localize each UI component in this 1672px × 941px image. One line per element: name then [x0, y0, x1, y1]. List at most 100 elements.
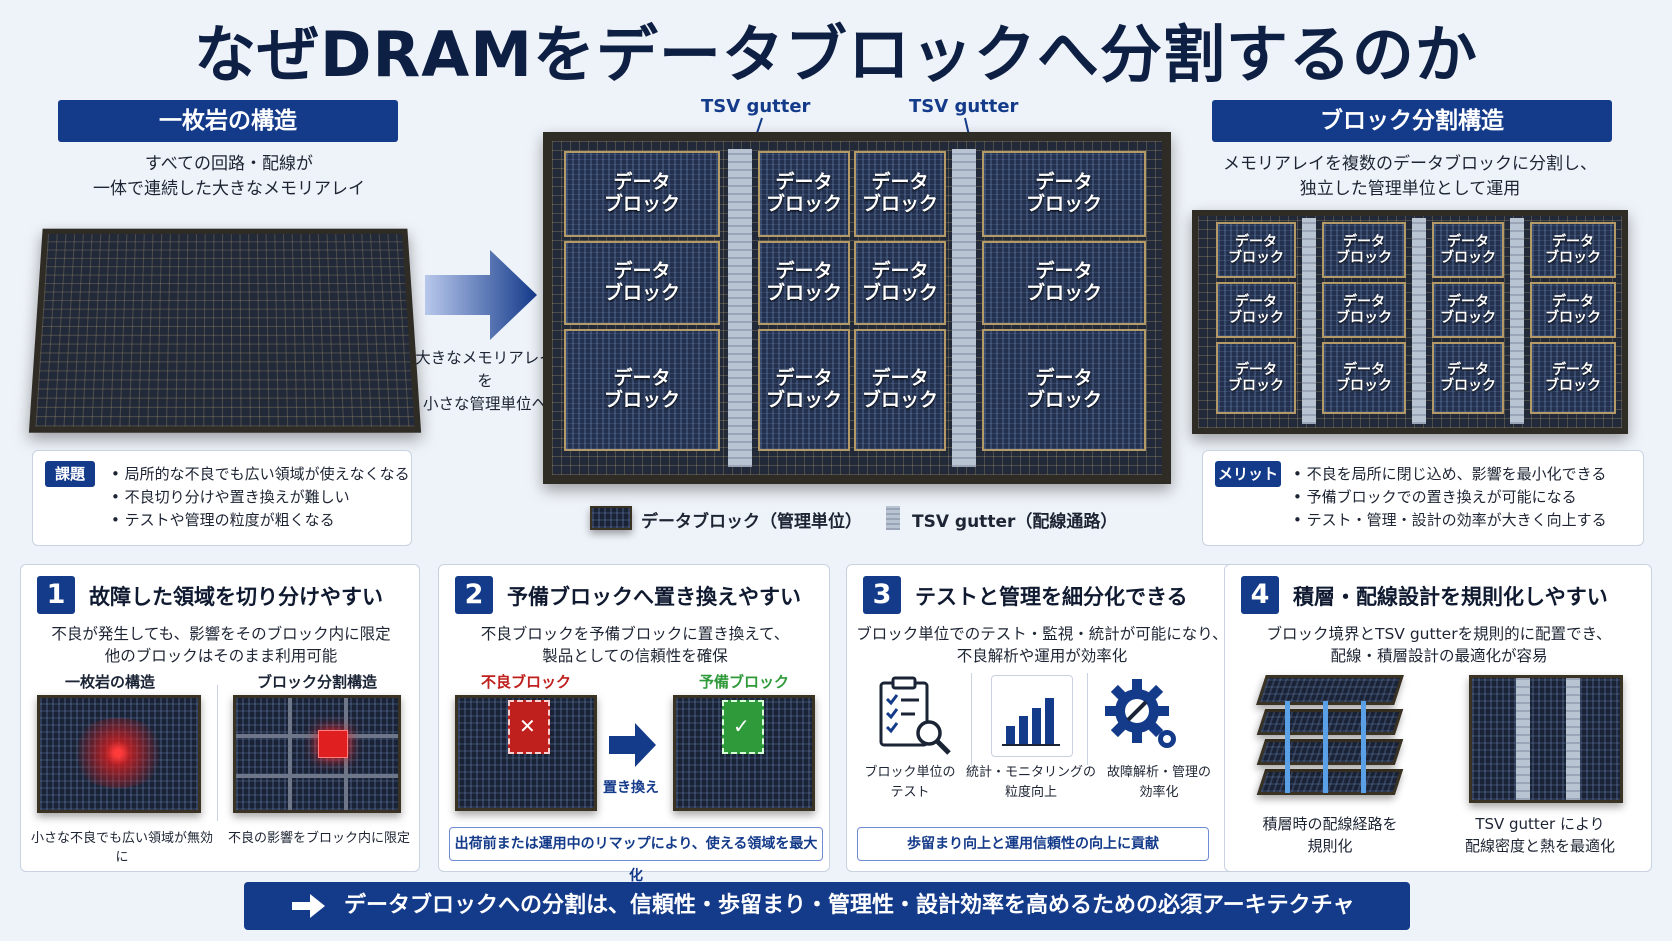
yield-note: 歩留まり向上と運用信頼性の向上に貢献 [857, 827, 1209, 861]
data-block: データ ブロック [1432, 342, 1504, 414]
caption-tsv-gutter: TSV gutter により配線密度と熱を最適化 [1464, 815, 1615, 855]
block-divided-array: データ ブロック データ ブロック データ ブロック データ ブロック データ … [1192, 210, 1628, 434]
tsv-gutter [1412, 218, 1426, 424]
replace-label: 置き換え [603, 780, 659, 796]
data-block: データ ブロック [1216, 282, 1296, 338]
tsv-gutter-label-2: TSV gutter [909, 96, 1019, 117]
defect-block [318, 730, 348, 758]
issue-list: • 局所的な不良でも広い領域が使えなくなる • 不良切り分けや置き換えが難しい … [111, 463, 411, 532]
merit-list: • 不良を局所に閉じ込め、影響を最小化できる • 予備ブロックでの置き換えが可能… [1293, 463, 1643, 532]
data-block: データ ブロック [1530, 342, 1616, 414]
data-block: データ ブロック [1322, 222, 1406, 278]
divider [217, 685, 218, 821]
block-divided-chip: データ ブロック データ ブロック データ ブロック データ ブロック データ … [543, 132, 1171, 484]
conclusion-text: データブロックへの分割は、信頼性・歩留まり・管理性・設計効率を高めるための必須ア… [344, 893, 1355, 918]
conclusion-bar: データブロックへの分割は、信頼性・歩留まり・管理性・設計効率を高めるための必須ア… [244, 882, 1410, 930]
panel-description: ブロック単位でのテスト・監視・統計が可能になり、不良解析や運用が効率化 [856, 625, 1228, 665]
tsv-gutter [728, 149, 752, 467]
tsv-gutter [1516, 678, 1530, 800]
icon-label-test: ブロック単位のテスト [864, 765, 956, 800]
cross-icon: ✕ [519, 714, 536, 738]
data-block: データ ブロック [758, 241, 850, 325]
panel-number: 1 [37, 576, 75, 614]
gear-wrench-icon [1105, 679, 1176, 748]
page-title: なぜDRAMをデータブロックへ分割するのか [194, 18, 1478, 91]
monolith-defect-chip [37, 695, 201, 813]
caption-monolith: 小さな不良でも広い領域が無効に [30, 831, 213, 865]
spare-block: ✓ [722, 700, 764, 754]
data-block: データ ブロック [564, 241, 720, 325]
bad-block-chip: ✕ [455, 695, 597, 811]
data-block: データ ブロック [758, 151, 850, 237]
data-block: データ ブロック [854, 241, 946, 325]
block-structure-heading: ブロック分割構造 [1212, 100, 1612, 142]
label-block-structure: ブロック分割構造 [257, 673, 378, 691]
issue-item: • 局所的な不良でも広い領域が使えなくなる [111, 465, 410, 483]
panel-title: 故障した領域を切り分けやすい [89, 585, 383, 609]
arrow-right-icon [292, 894, 325, 918]
panel-description: 不良が発生しても、影響をそのブロック内に限定他のブロックはそのまま利用可能 [51, 625, 391, 665]
data-block: データ ブロック [854, 329, 946, 451]
tsv-gutter-label-1: TSV gutter [701, 96, 811, 117]
tsv-gutter [952, 149, 976, 467]
merit-item: • 予備ブロックでの置き換えが可能になる [1293, 488, 1577, 506]
data-block: データ ブロック [854, 151, 946, 237]
tsv-gutter [1302, 218, 1316, 424]
data-block: データ ブロック [982, 151, 1146, 237]
data-block: データ ブロック [1432, 222, 1504, 278]
panel-title: 予備ブロックへ置き換えやすい [507, 585, 801, 609]
panel-description: ブロック境界とTSV gutterを規則的に配置でき、配線・積層設計の最適化が容… [1266, 625, 1612, 665]
spare-block-chip: ✓ [673, 695, 815, 811]
merits-box: メリット • 不良を局所に閉じ込め、影響を最小化できる • 予備ブロックでの置き… [1202, 450, 1644, 546]
panel-description: 不良ブロックを予備ブロックに置き換えて、製品としての信頼性を確保 [480, 625, 790, 665]
clipboard-search-icon [879, 676, 951, 755]
label-spare-block: 予備ブロック [699, 673, 790, 691]
monolith-memory-array [28, 228, 422, 433]
merit-item: • テスト・管理・設計の効率が大きく向上する [1293, 511, 1607, 529]
legend-gutter-swatch [886, 506, 900, 530]
panel-number: 3 [863, 576, 901, 614]
issue-item: • 不良切り分けや置き換えが難しい [111, 488, 350, 506]
panel-title: 積層・配線設計を規則化しやすい [1293, 585, 1608, 609]
data-block: データ ブロック [758, 329, 850, 451]
panel-number: 4 [1241, 576, 1279, 614]
panel-test-management: 3 テストと管理を細分化できる ブロック単位でのテスト・監視・統計が可能になり、… [846, 564, 1236, 872]
data-block: データ ブロック [1530, 282, 1616, 338]
issue-item: • テストや管理の粒度が粗くなる [111, 511, 335, 529]
label-bad-block: 不良ブロック [481, 673, 572, 691]
replace-arrow-icon [609, 723, 656, 767]
block-structure-description: メモリアレイを複数のデータブロックに分割し、独立した管理単位として運用 [1223, 154, 1597, 199]
data-block: データ ブロック [1322, 342, 1406, 414]
defect-glow [68, 718, 168, 788]
data-block: データ ブロック [1530, 222, 1616, 278]
panel-fault-isolation: 1 故障した領域を切り分けやすい 不良が発生しても、影響をそのブロック内に限定他… [20, 564, 420, 872]
monolith-description: すべての回路・配線が一体で連続した大きなメモリアレイ [93, 154, 365, 199]
legend-block-label: データブロック（管理単位） [641, 512, 862, 532]
merit-item: • 不良を局所に閉じ込め、影響を最小化できる [1293, 465, 1607, 483]
data-block: データ ブロック [564, 151, 720, 237]
check-icon: ✓ [733, 714, 750, 738]
block-defect-chip [233, 695, 401, 813]
tsv-gutter-chip [1469, 675, 1623, 803]
legend-block-swatch [590, 506, 632, 530]
data-block: データ ブロック [982, 241, 1146, 325]
monolith-heading: 一枚岩の構造 [58, 100, 398, 142]
icon-label-analysis: 故障解析・管理の効率化 [1106, 765, 1211, 800]
stacked-dies [1255, 673, 1405, 813]
data-block: データ ブロック [1432, 282, 1504, 338]
tsv-gutter [1510, 218, 1524, 424]
remap-note: 出荷前または運用中のリマップにより、使える領域を最大化 [449, 827, 823, 884]
tsv-gutter [1566, 678, 1580, 800]
monolith-issues-box: 課題 • 局所的な不良でも広い領域が使えなくなる • 不良切り分けや置き換えが難… [32, 450, 412, 546]
bar-chart-icon [991, 675, 1073, 757]
divider [971, 673, 972, 765]
icon-label-monitoring: 統計・モニタリングの粒度向上 [965, 765, 1096, 800]
data-block: データ ブロック [564, 329, 720, 451]
data-block: データ ブロック [1322, 282, 1406, 338]
legend-gutter-label: TSV gutter（配線通路） [912, 512, 1118, 532]
issue-tag: 課題 [45, 461, 95, 487]
panel-number: 2 [455, 576, 493, 614]
data-block: データ ブロック [1216, 342, 1296, 414]
data-block: データ ブロック [1216, 222, 1296, 278]
arrow-caption: 大きなメモリアレイを小さな管理単位へ [415, 349, 555, 413]
